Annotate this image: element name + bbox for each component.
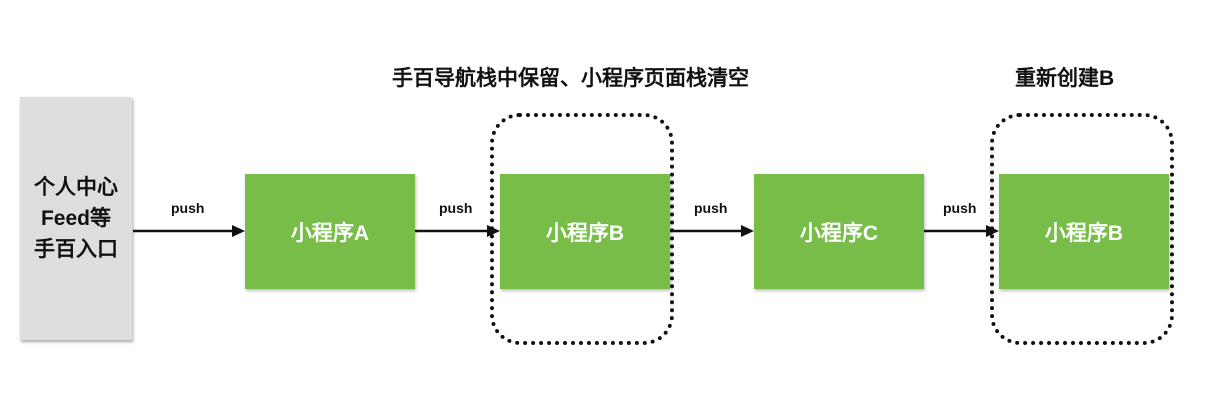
node-app-a: 小程序A xyxy=(245,174,415,289)
node-app-b-recreated: 小程序B xyxy=(999,174,1169,289)
node-app-b-label: 小程序B xyxy=(545,221,625,245)
edge-label-a-to-b: push xyxy=(439,200,473,216)
arrowhead-entry-to-a xyxy=(232,225,245,237)
node-app-b-recreated-label: 小程序B xyxy=(1044,221,1124,245)
entry-line-3: 手百入口 xyxy=(34,238,118,261)
node-app-c: 小程序C xyxy=(754,174,924,289)
edge-label-entry-to-a: push xyxy=(171,200,205,216)
heading-retain-clear: 手百导航栈中保留、小程序页面栈清空 xyxy=(392,67,749,90)
edge-label-c-to-b: push xyxy=(943,200,977,216)
entry-line-1: 个人中心 xyxy=(34,176,118,199)
entry-line-2: Feed等 xyxy=(40,207,111,230)
heading-recreate: 重新创建B xyxy=(1015,67,1115,90)
node-app-a-label: 小程序A xyxy=(290,221,370,245)
entry-node: 个人中心 Feed等 手百入口 xyxy=(20,97,132,340)
node-app-c-label: 小程序C xyxy=(799,221,879,245)
arrowhead-c-to-b xyxy=(986,225,999,237)
arrowhead-a-to-b xyxy=(487,225,500,237)
edge-label-b-to-c: push xyxy=(694,200,728,216)
node-app-b: 小程序B xyxy=(500,174,670,289)
arrowhead-b-to-c xyxy=(741,225,754,237)
